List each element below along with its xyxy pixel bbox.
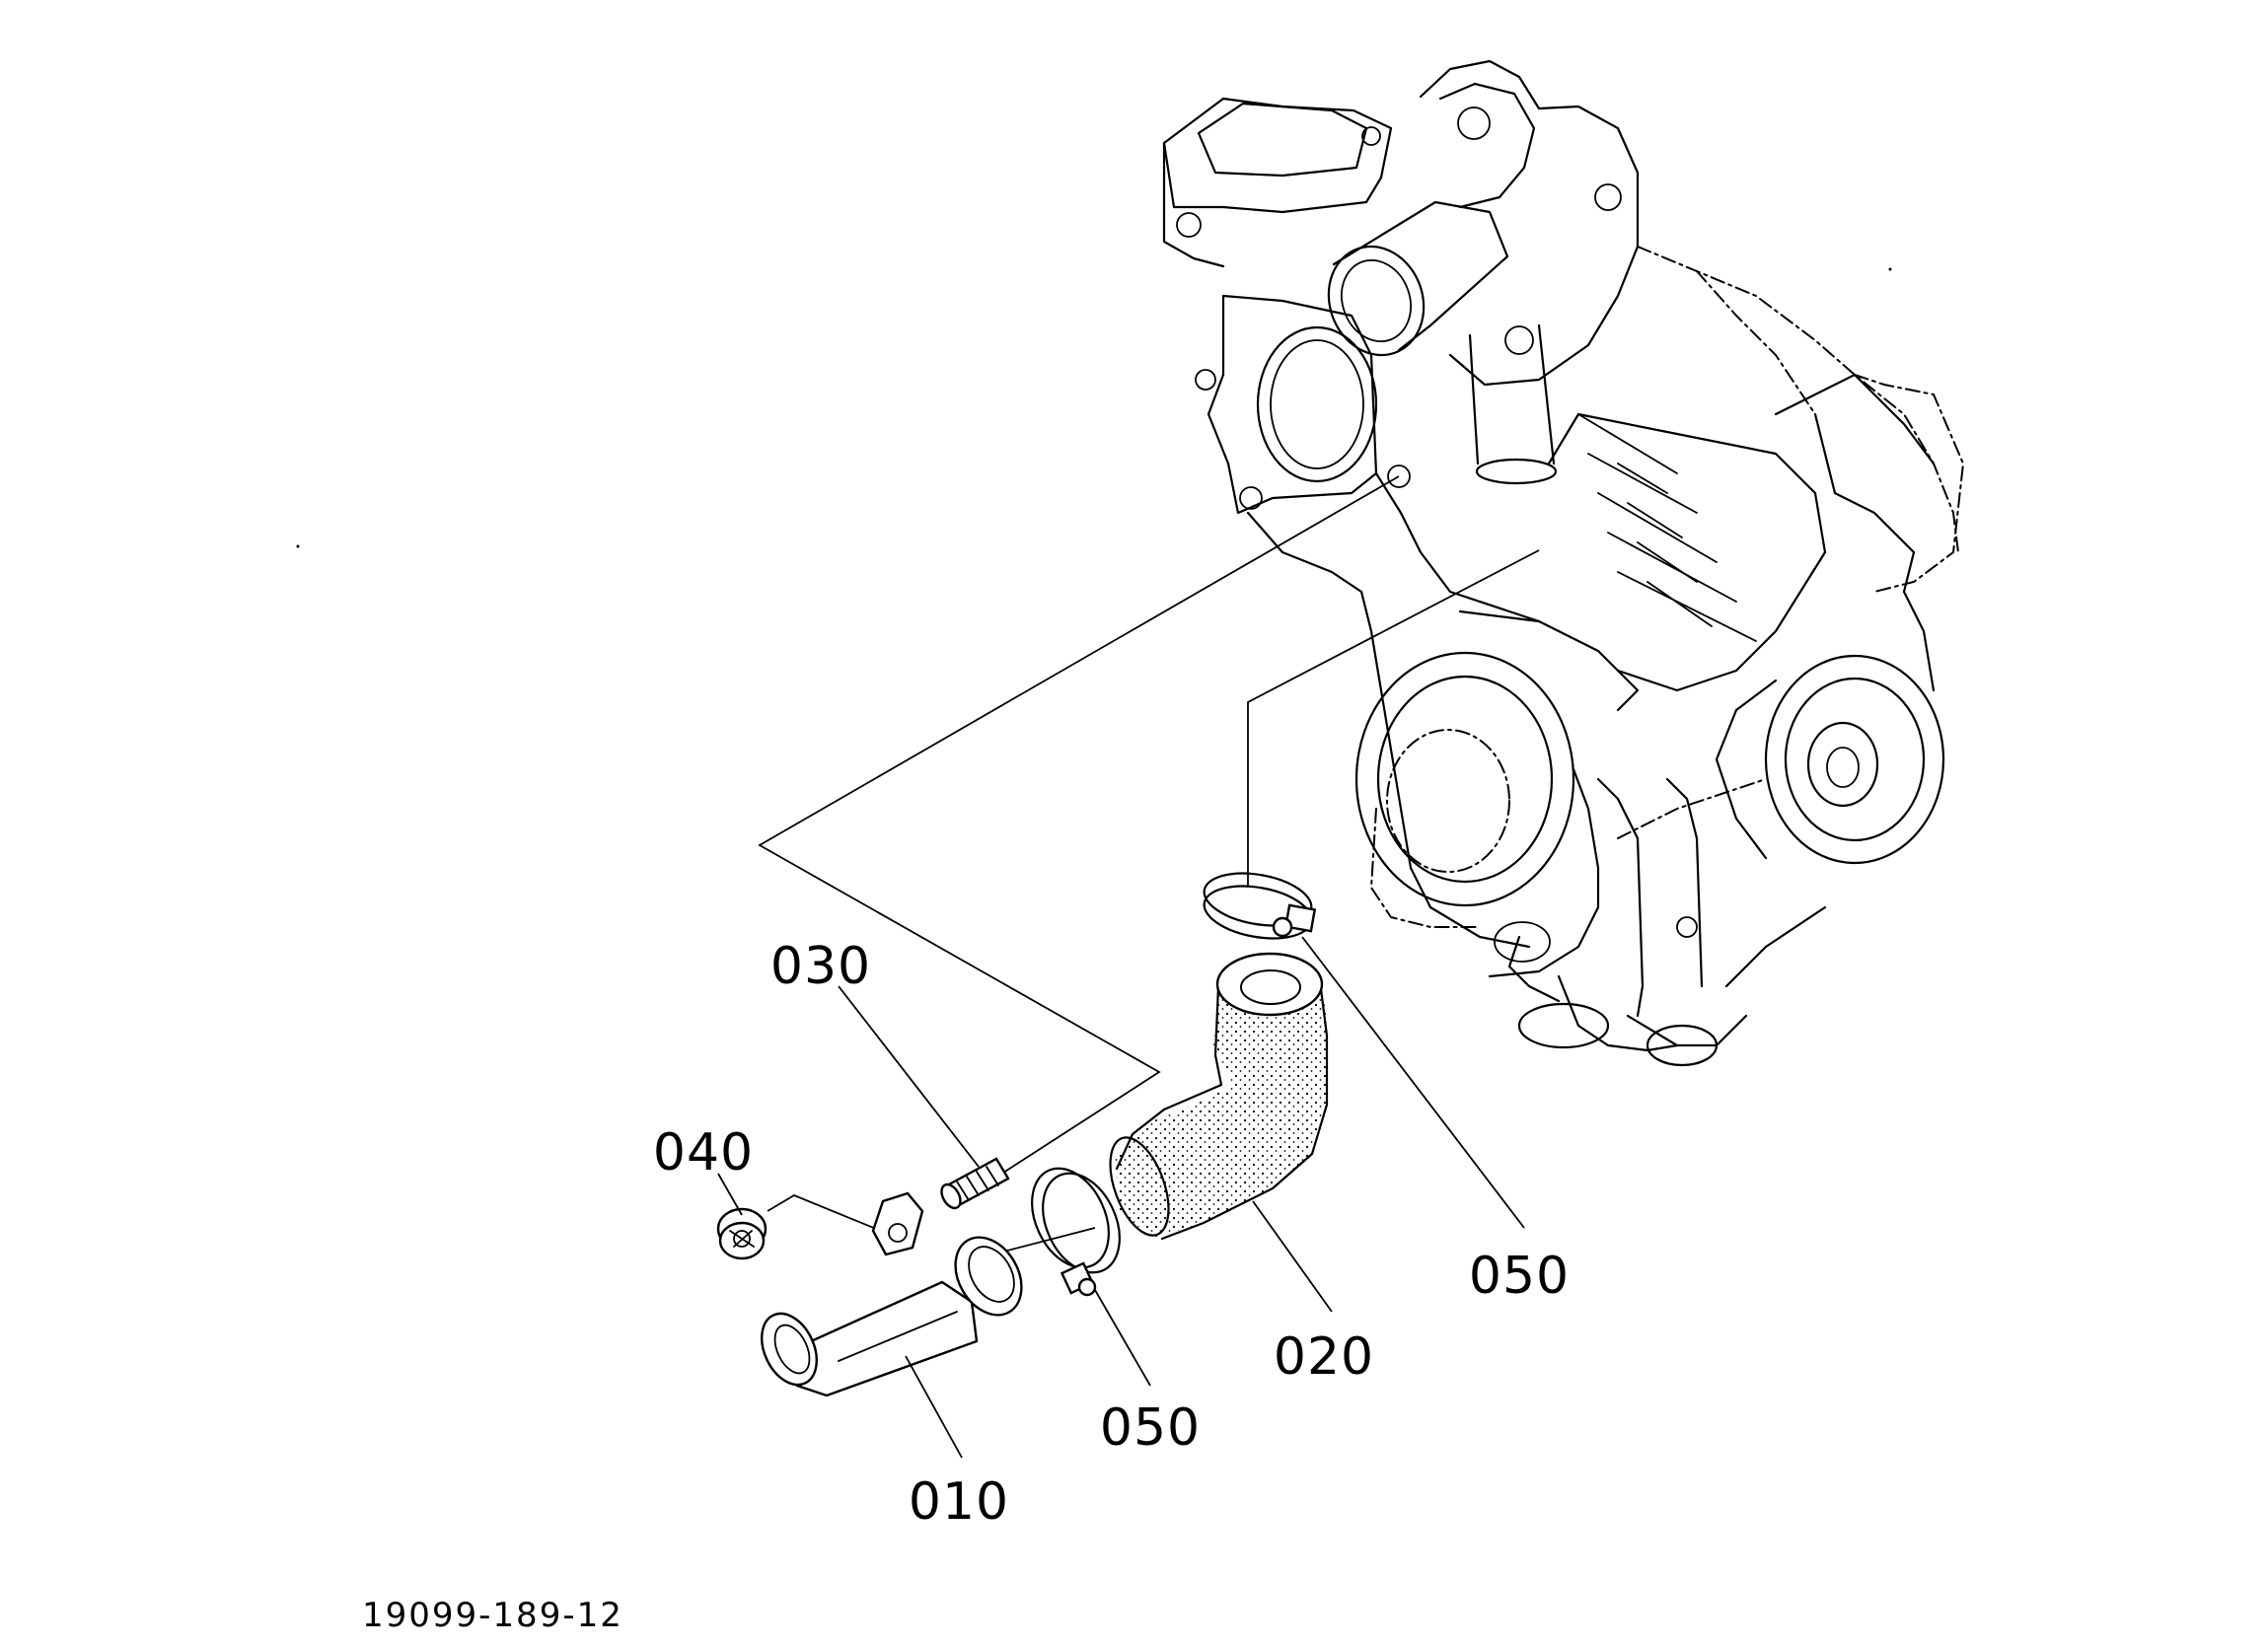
scan-speck [296,544,300,548]
callout-040: 040 [653,1123,754,1182]
stud-part-030 [940,1157,1010,1210]
water-pipe-part-010 [761,1191,1023,1397]
scan-speck [1888,267,1892,271]
callout-030: 030 [770,937,871,996]
upper-hose-clamp [1203,872,1317,940]
callout-010: 010 [909,1472,1009,1532]
engine-gear-case-assembly [1162,59,1965,1067]
diagram-reference-code: 19099-189-12 [362,1596,623,1635]
callout-leaders [717,936,1525,1459]
callout-020: 020 [1274,1327,1374,1387]
nut-part-040 [716,1207,768,1260]
callout-050-upper: 050 [1469,1247,1570,1306]
lower-hose-clamp [1031,1167,1121,1297]
hose-part-020 [1109,952,1329,1241]
callout-050-lower: 050 [1100,1398,1201,1458]
